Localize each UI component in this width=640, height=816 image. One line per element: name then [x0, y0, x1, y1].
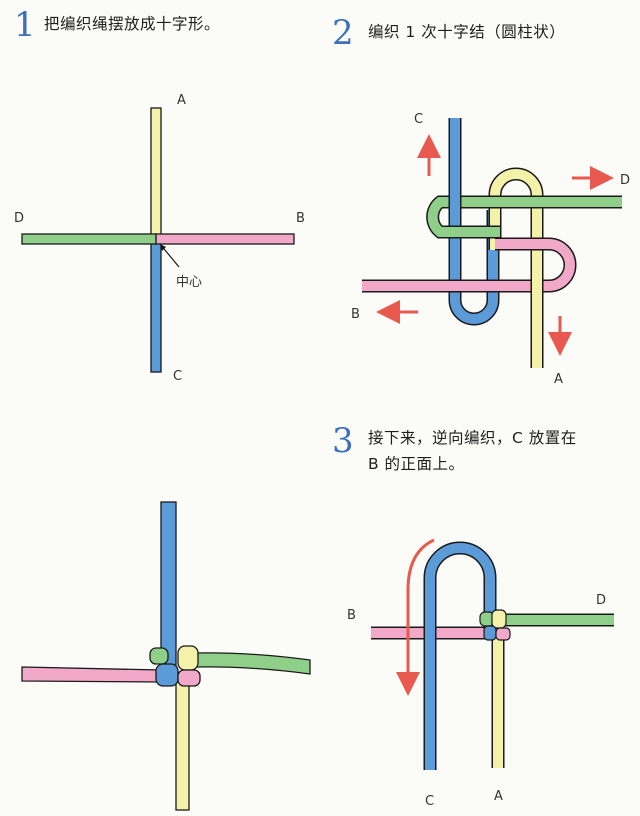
step-1-number: 1 [14, 5, 36, 45]
step-1-text: 把编织绳摆放成十字形。 [44, 15, 221, 33]
step1-label-d: D [14, 211, 24, 226]
cord-c-tight [160, 501, 177, 668]
cord-d-tight [195, 652, 311, 675]
cord-a-tight [175, 675, 190, 811]
step-3-diagram [371, 538, 614, 770]
cord-d [21, 233, 157, 245]
step-3-text-line1: 接下来，逆向编织，C 放置在 [368, 429, 577, 447]
step-2-text: 编织 1 次十字结（圆柱状） [368, 23, 566, 41]
step1-label-c: C [173, 369, 182, 384]
step3-label-b: B [347, 608, 356, 623]
step1-label-b: B [296, 211, 305, 226]
step2-label-b: B [351, 307, 360, 322]
cord-b-tight [21, 666, 161, 683]
step3-label-c: C [425, 794, 434, 809]
cord-c-step3 [423, 541, 497, 770]
step3-label-a: A [494, 789, 503, 804]
tightened-knot-diagram [21, 501, 311, 811]
step1-label-center: 中心 [176, 275, 202, 290]
step3-label-d: D [596, 593, 606, 608]
step-1-diagram [21, 107, 295, 373]
step2-label-d: D [620, 173, 630, 188]
cord-b [155, 233, 295, 245]
step-2-diagram [362, 118, 622, 368]
step1-label-a: A [177, 93, 186, 108]
step-2-number: 2 [332, 13, 354, 53]
step-3-number: 3 [332, 421, 354, 461]
step2-label-c: C [414, 112, 423, 127]
step-3-text-line2: B 的正面上。 [368, 455, 465, 473]
cord-a [150, 107, 162, 241]
cord-c [150, 239, 162, 373]
arrow-c-around [396, 538, 435, 696]
step2-label-a: A [554, 372, 563, 387]
